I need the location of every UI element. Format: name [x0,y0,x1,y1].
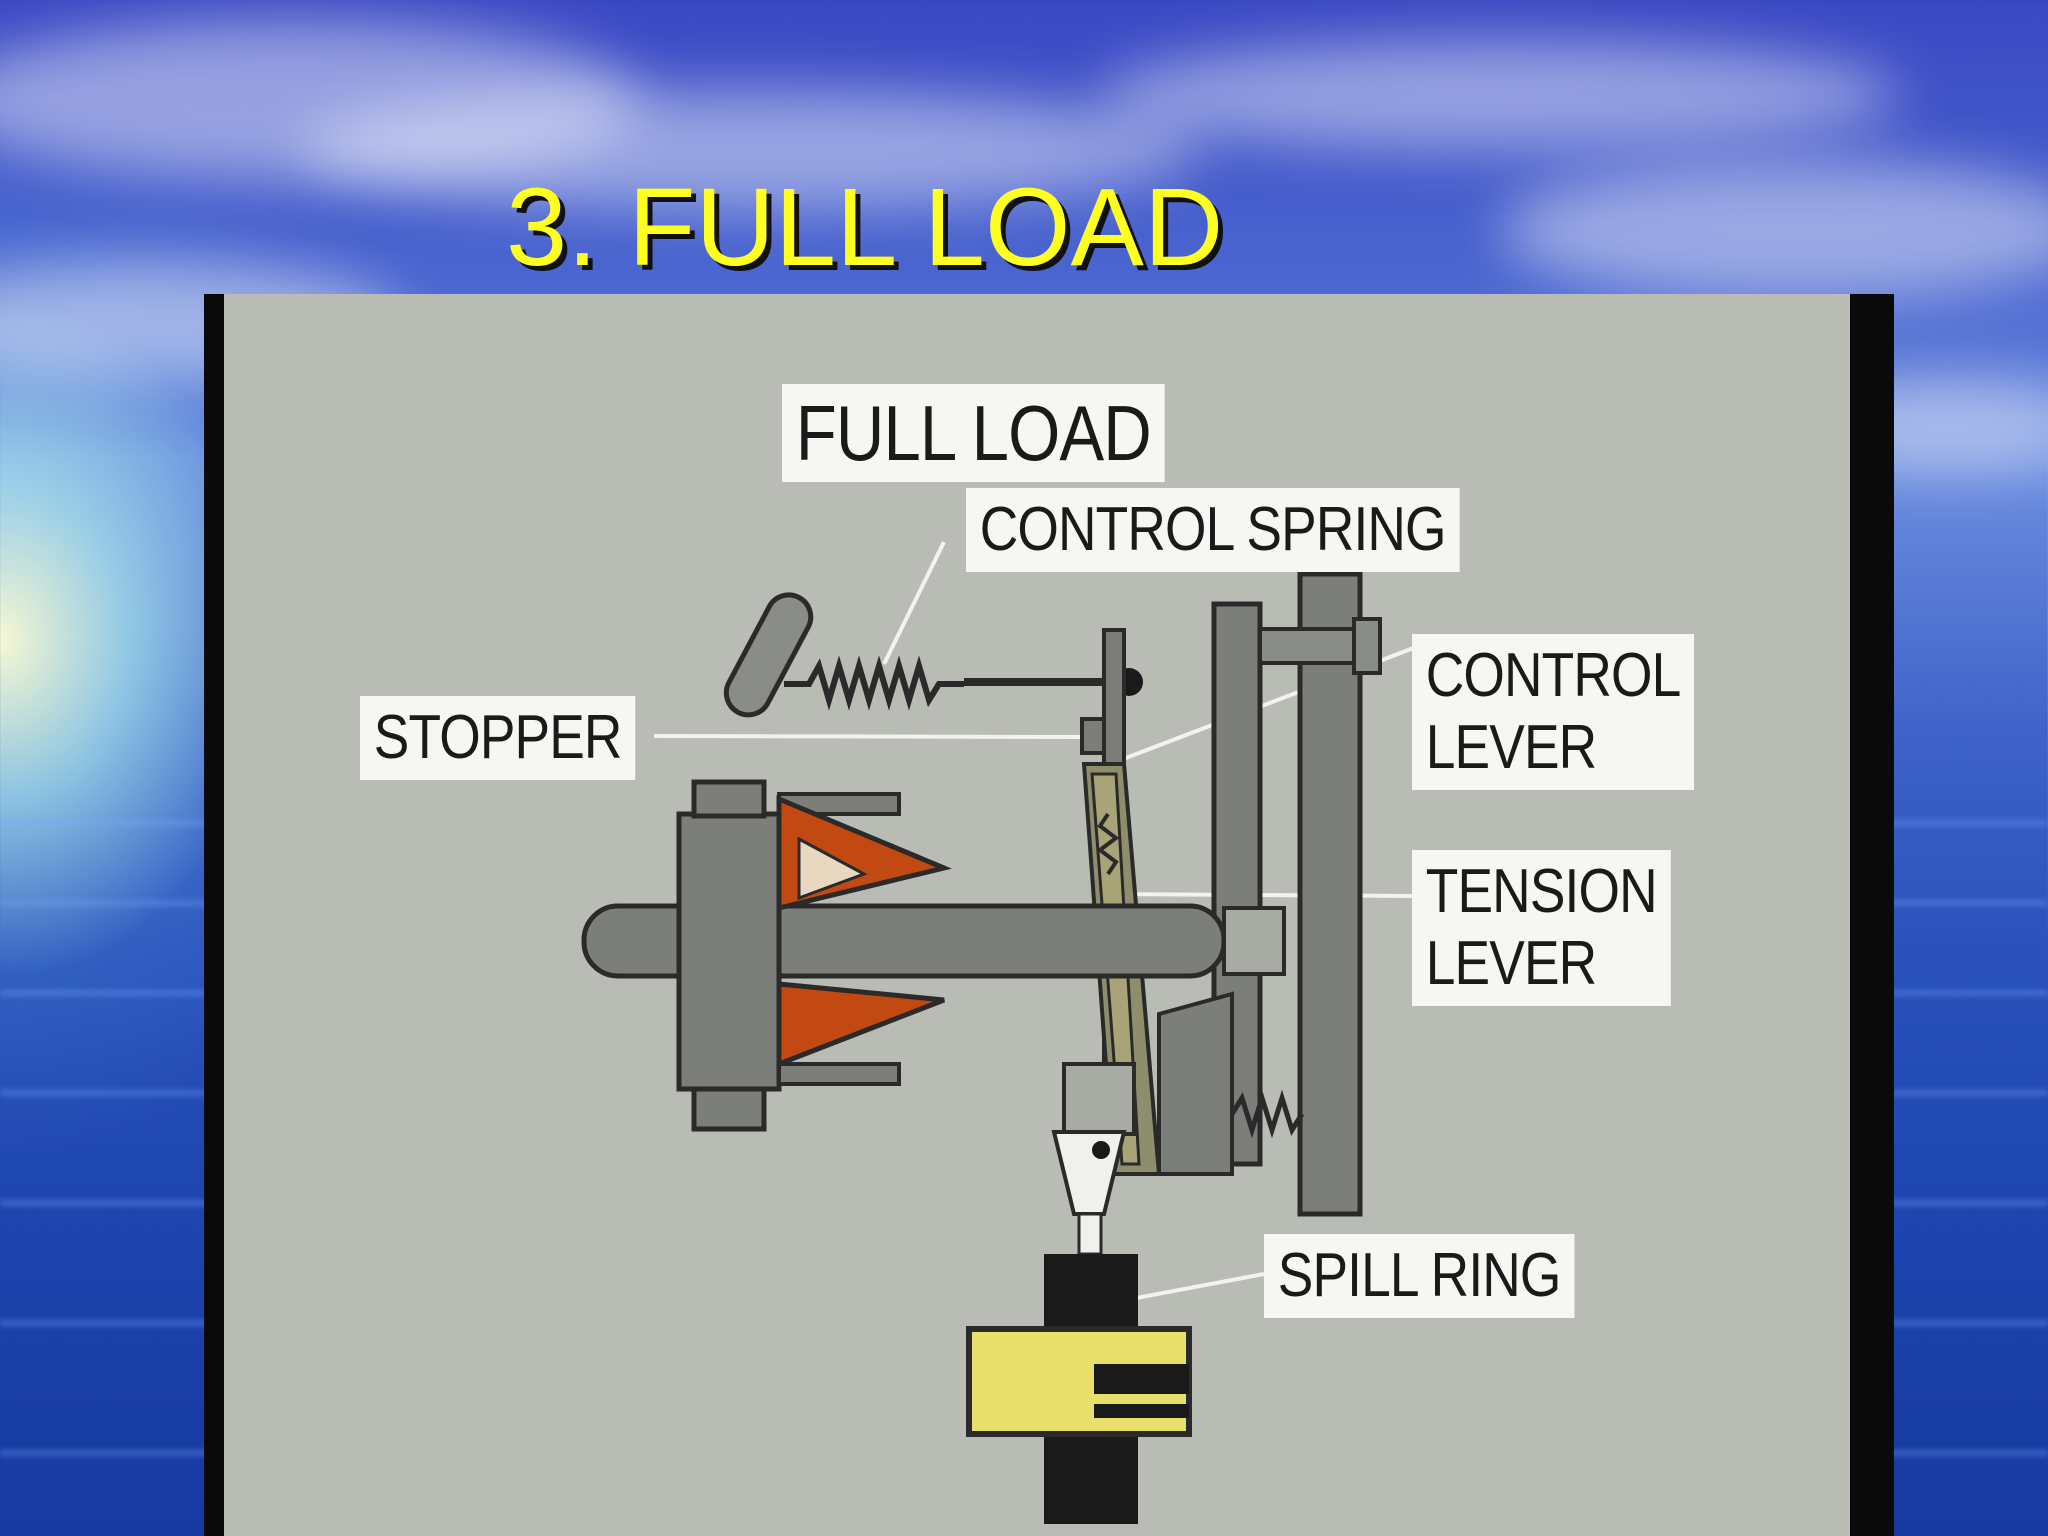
label-control-lever-line1: CONTROL [1425,641,1682,710]
support-bracket [1157,991,1234,1176]
flyweight-highlight [797,836,868,901]
slide-title: 3. FULL LOAD [506,166,1224,289]
diagram-heading: FULL LOAD [782,384,1165,482]
control-spring-leader [882,541,946,665]
label-control-spring: CONTROL SPRING [966,488,1460,572]
stopper-leader [653,734,1085,739]
ball-joint [1051,1130,1127,1216]
label-tension-lever-line1: TENSION [1425,857,1658,926]
spill-ring-slot-2 [1094,1404,1189,1418]
governor-hub [676,811,782,1092]
label-spill-ring: SPILL RING [1264,1234,1575,1318]
label-stopper: STOPPER [360,696,636,780]
holder-bottom [777,1062,901,1086]
shaft-end [1222,906,1286,976]
throttle-handle [723,592,814,718]
lever-pivot-block [1062,1062,1136,1136]
governor-diagram [581,541,1425,1524]
lever-small-spring [1096,812,1120,876]
hub-top-cap [691,779,767,819]
label-tension-lever: TENSION LEVER [1412,850,1671,1006]
label-tension-lever-line2: LEVER [1425,929,1597,998]
governor-assembly [581,779,1286,1132]
stopper [1080,717,1106,755]
plunger-neck [1077,1212,1103,1256]
control-spring [784,655,964,711]
ball-joint-pin [1092,1141,1110,1159]
hub-bottom-cap [691,1086,767,1132]
flyweight-lower [776,981,945,1068]
adjusting-screw [1258,627,1367,665]
idle-spring [1229,1089,1305,1139]
label-control-lever-line2: LEVER [1425,713,1597,782]
screw-nut [1352,617,1382,675]
spill-ring-slot [1094,1364,1189,1394]
label-control-lever: CONTROL LEVER [1412,634,1695,790]
housing-post [1297,571,1363,1217]
